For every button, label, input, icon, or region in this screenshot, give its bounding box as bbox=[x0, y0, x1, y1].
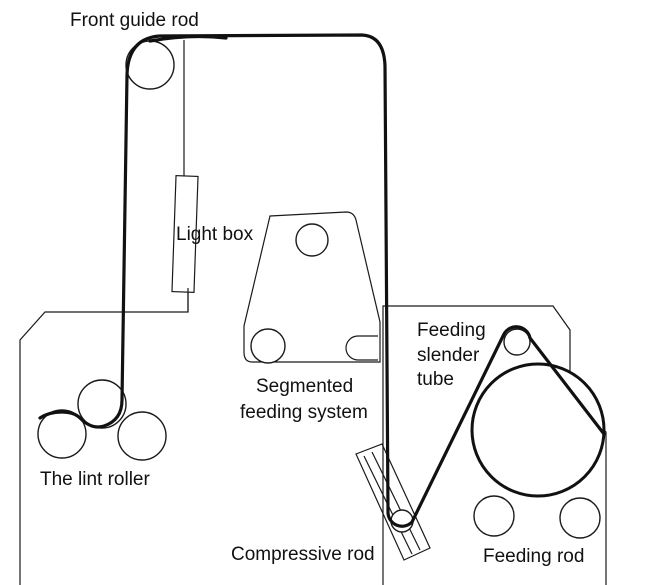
label-light-box: Light box bbox=[176, 224, 254, 245]
yarn-path-main bbox=[38, 33, 606, 528]
label-feeding-slender-tube-line-2: slender bbox=[417, 345, 480, 366]
large-feeding-roller bbox=[470, 362, 606, 498]
label-front-guide-rod: Front guide rod bbox=[70, 10, 199, 31]
label-lint-roller: The lint roller bbox=[40, 469, 150, 490]
label-segmented-feeding-line-1: Segmented bbox=[256, 376, 353, 397]
label-compressive-rod: Compressive rod bbox=[231, 544, 375, 565]
segmented-feeding-system-body bbox=[243, 211, 381, 363]
label-feeding-slender-tube-line-1: Feeding bbox=[417, 320, 486, 341]
compressive-rod bbox=[390, 509, 414, 533]
right-frame bbox=[382, 305, 607, 585]
label-feeding-slender-tube-line-3: tube bbox=[417, 369, 454, 390]
feeding-slender-tube-roll bbox=[503, 328, 531, 356]
label-segmented-feeding-line-2: feeding system bbox=[240, 402, 368, 423]
segmented-slot bbox=[345, 335, 378, 361]
lint-roller-left bbox=[37, 409, 87, 459]
light-box bbox=[171, 175, 199, 293]
segmented-upper-roll bbox=[295, 223, 329, 257]
compressive-housing-inner-2 bbox=[371, 451, 421, 551]
lint-roller-right bbox=[117, 411, 167, 461]
compressive-rod-housing bbox=[355, 443, 431, 561]
feeding-rod-right bbox=[559, 497, 601, 539]
segmented-lower-roll bbox=[250, 328, 286, 364]
feeding-rod-left bbox=[473, 495, 515, 537]
yarn-path-guide-branch bbox=[148, 34, 228, 43]
label-feeding-rod: Feeding rod bbox=[483, 546, 584, 567]
